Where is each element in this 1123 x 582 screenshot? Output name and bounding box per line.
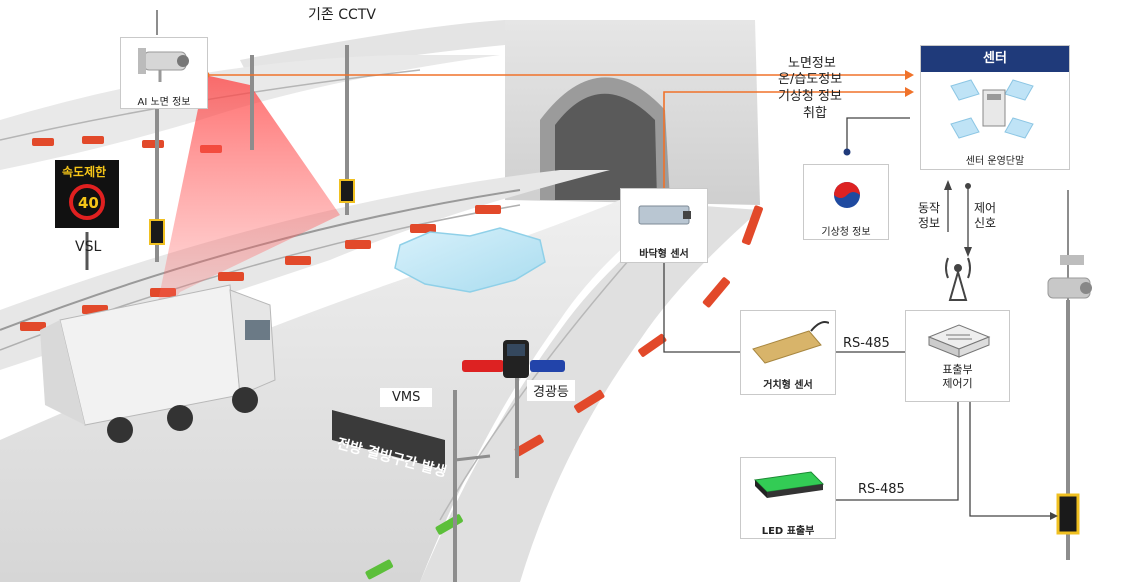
center-header: 센터 [921,46,1069,72]
operation-info-label: 동작 정보 [918,201,940,231]
pole-camera-icon [1047,255,1092,299]
led-display-label: LED 표출부 [761,526,815,537]
antenna-tower-icon [945,257,971,301]
vsl-sign [55,160,119,270]
truck [40,284,276,443]
led-display-box: LED 표출부 [740,457,836,539]
flow-weather: 기상청 정보 [778,89,842,104]
kma-box: 기상청 정보 [803,164,889,240]
ai-road-camera-box: AI 노면 정보 [120,37,208,109]
road-reflectors [20,136,763,457]
warning-light-label: 경광등 [527,380,575,401]
op-info-line-2: 정보 [918,216,941,230]
ai-road-label: AI 노면 정보 [137,97,191,108]
display-controller-box: 표출부 제어기 [905,310,1010,402]
speed-limit-value: 40 [78,194,99,212]
vsl-label: VSL [75,239,102,255]
vms-sign [332,410,445,470]
op-info-line-1: 동작 [918,201,941,215]
camera-beam [150,75,340,340]
center-terminal-label: 센터 운영단말 [965,156,1025,167]
cctv-camera-icon [138,48,189,82]
mounted-sensor-label: 거치형 센서 [763,380,813,391]
kma-logo-icon [834,182,860,208]
speed-limit-title: 속도제한 [62,165,107,179]
floor-sensor-box: 바닥형 센서 [620,188,708,263]
rs485-top-label: RS-485 [843,336,890,351]
rs485-bottom-label: RS-485 [858,482,905,497]
ctrl-signal-line-1: 제어 [974,201,997,215]
sensor-device-icon [638,205,691,225]
vms-label: VMS [380,388,433,407]
mounted-sensor-box: 거치형 센서 [740,310,836,395]
led-panel-icon [753,471,825,498]
control-signal-label: 제어 신호 [974,201,996,231]
flow-road-info: 노면정보 [788,56,836,71]
warning-light-icon [462,340,565,378]
flow-temp-humidity: 온/습도정보 [778,72,843,87]
display-ctrl-line-2: 제어기 [942,377,973,390]
floor-sensor-label: 바닥형 센서 [639,249,689,260]
flow-arrows [206,74,905,188]
tunnel [240,20,760,205]
connector-lines [663,117,1050,517]
flow-collect: 취합 [803,106,827,121]
display-controller-label: 표출부 제어기 [906,363,1009,391]
center-box: 센터 센터 운영단말 [920,45,1070,170]
kma-info-label: 기상청 정보 [821,227,871,238]
ice-patch [394,227,546,293]
controller-box-icon [927,324,991,358]
server-icon [950,79,1034,139]
existing-cctv-label: 기존 CCTV [308,7,376,23]
mounted-sensor-icon [752,321,829,364]
poles [155,45,1070,582]
ctrl-signal-line-2: 신호 [974,216,997,230]
display-ctrl-line-1: 표출부 [942,363,973,376]
